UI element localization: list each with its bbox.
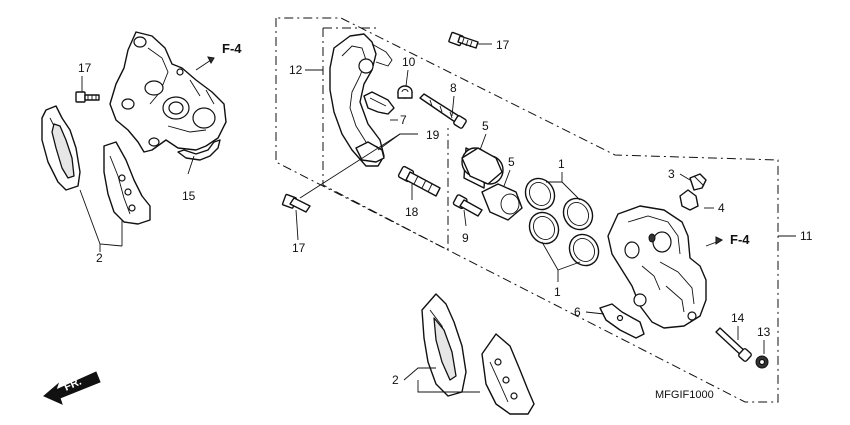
pin-bolt-18 xyxy=(397,165,441,197)
label-2-top-left: 2 xyxy=(96,251,103,265)
label-9: 9 xyxy=(462,231,469,245)
bleeder-valve-3 xyxy=(689,173,707,191)
nut-13 xyxy=(755,355,769,369)
piston-5-upper xyxy=(461,147,504,189)
bleeder-cap-4 xyxy=(679,189,699,211)
bolt-17-top xyxy=(448,31,479,49)
piston-5-lower xyxy=(481,183,523,221)
label-1-lower: 1 xyxy=(554,285,561,299)
caliper-body-11 xyxy=(607,205,707,329)
bolt-17-lower xyxy=(281,193,311,213)
pad-spring-6 xyxy=(599,303,645,339)
label-19: 19 xyxy=(426,128,440,142)
label-18: 18 xyxy=(405,205,419,219)
f4-ref-top-label: F-4 xyxy=(222,41,242,56)
label-5-lower: 5 xyxy=(508,155,515,169)
label-1-upper: 1 xyxy=(558,157,565,171)
label-4: 4 xyxy=(718,201,725,215)
bolt-17-left xyxy=(75,91,100,103)
label-8: 8 xyxy=(450,81,457,95)
brake-pads-top-left xyxy=(41,105,151,225)
label-14: 14 xyxy=(731,311,745,325)
diagram-code: MFGIF1000 xyxy=(655,389,714,401)
label-11: 11 xyxy=(800,229,813,243)
boot-10 xyxy=(397,85,413,99)
label-15: 15 xyxy=(182,189,196,203)
label-17-top: 17 xyxy=(496,38,510,52)
leader-lines xyxy=(79,43,796,393)
label-13: 13 xyxy=(757,325,771,339)
label-17-top-left: 17 xyxy=(78,61,92,75)
caliper-assembly-mounted xyxy=(109,31,227,153)
part-labels: 17 2 15 12 17 10 8 7 19 5 5 1 1 18 9 17 … xyxy=(78,38,813,387)
pin-bolt-8 xyxy=(419,93,467,129)
label-10: 10 xyxy=(402,55,416,69)
pin-14 xyxy=(715,327,752,362)
label-17-lower: 17 xyxy=(292,241,306,255)
label-3: 3 xyxy=(668,167,675,181)
label-12: 12 xyxy=(289,63,303,77)
pad-spring-15 xyxy=(177,139,221,161)
bolt-9 xyxy=(452,194,483,217)
front-arrow-label: FR. xyxy=(62,376,83,394)
label-5-upper: 5 xyxy=(482,119,489,133)
brake-pads-bottom xyxy=(421,293,535,415)
f4-ref-top: F-4 xyxy=(195,41,242,71)
piston-seals-1 xyxy=(524,177,600,267)
label-6: 6 xyxy=(574,305,581,319)
retainer-clip-7 xyxy=(363,91,395,115)
f4-ref-right: F-4 xyxy=(705,232,750,247)
front-direction-arrow: FR. xyxy=(43,371,101,405)
assembly-boundary xyxy=(275,17,779,403)
label-2-bottom: 2 xyxy=(392,373,399,387)
f4-ref-right-label: F-4 xyxy=(730,232,750,247)
label-7: 7 xyxy=(400,113,407,127)
bracket-slider-19 xyxy=(355,141,385,163)
